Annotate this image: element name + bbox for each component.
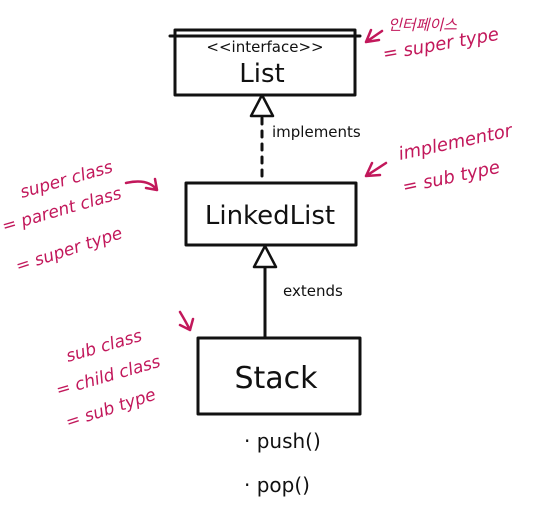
super-class-note-arrow <box>124 177 159 192</box>
sub-class-note-arrow <box>178 310 195 332</box>
stack-class-box: Stack <box>196 336 362 416</box>
implementor-note-arrow <box>364 161 388 178</box>
stack-method-pop: · pop() <box>244 473 310 497</box>
extends-label: extends <box>283 282 343 300</box>
linkedlist-name: LinkedList <box>205 201 335 231</box>
sub-class-note: sub class = child class = sub type <box>54 310 195 433</box>
list-name: List <box>239 59 284 89</box>
implementor-note-line-1: implementor <box>397 120 516 165</box>
implements-label: implements <box>272 123 361 141</box>
interface-note-line-1: 인터페이스 <box>388 16 457 34</box>
list-interface-box: <<interface>> List <box>168 28 362 97</box>
implementor-note-line-2: = sub type <box>401 157 502 198</box>
stack-method-push: · push() <box>244 429 321 453</box>
implements-relation: implements <box>249 93 361 182</box>
linkedlist-class-box: LinkedList <box>184 181 358 247</box>
interface-note-arrow <box>364 28 384 44</box>
super-class-note: super class = parent class = super type <box>0 157 159 277</box>
implementor-note: implementor = sub type <box>364 120 516 198</box>
list-stereotype: <<interface>> <box>206 38 323 56</box>
interface-note: 인터페이스 = super type <box>364 16 501 65</box>
super-class-note-line-3: = super type <box>13 223 125 276</box>
extends-relation: extends <box>252 244 343 340</box>
stack-name: Stack <box>234 361 318 396</box>
